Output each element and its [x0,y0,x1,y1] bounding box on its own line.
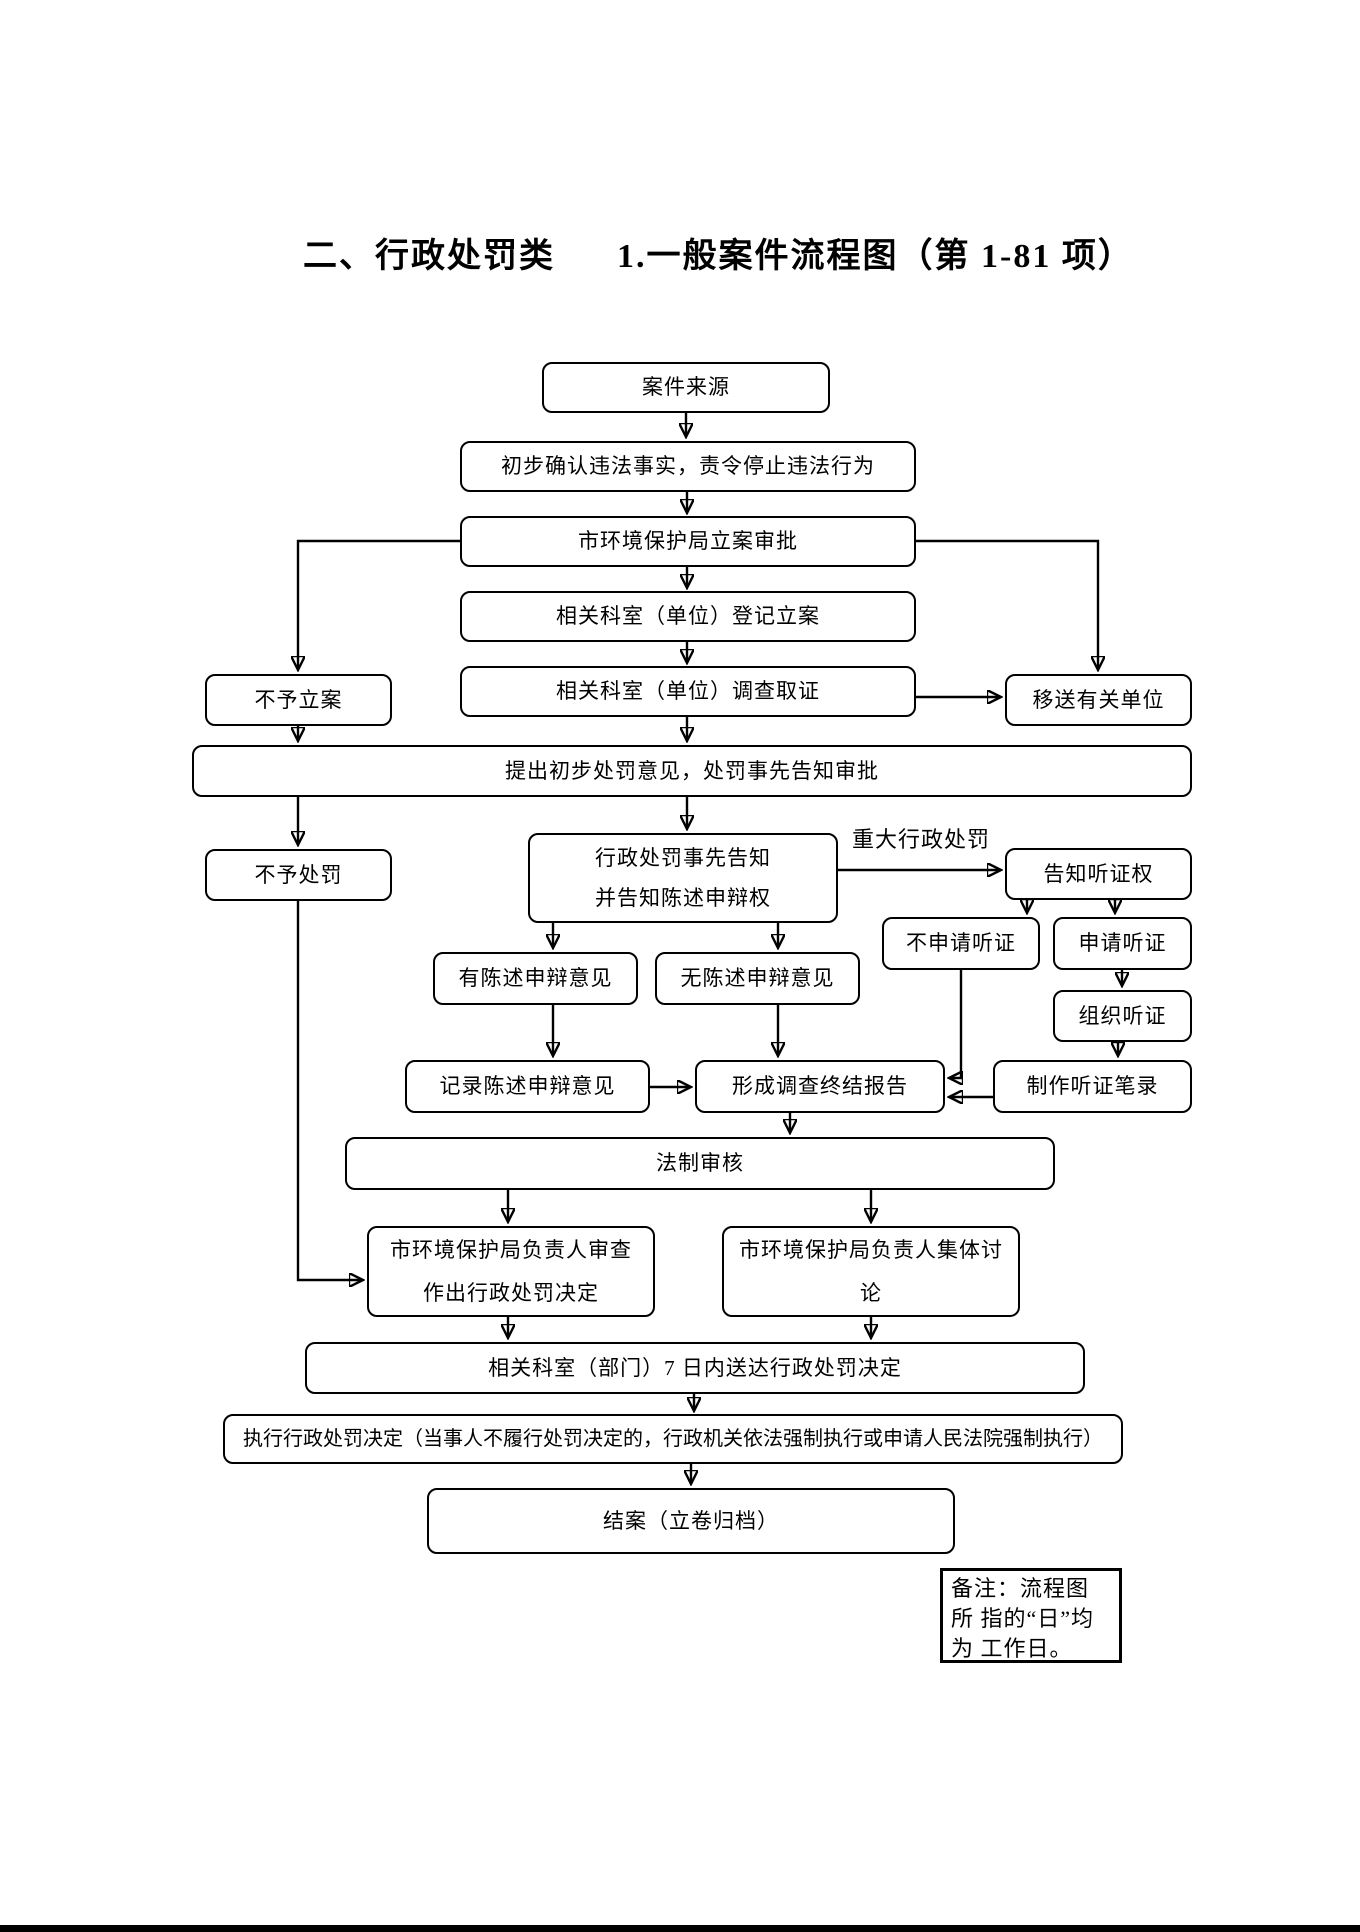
node-no-statement: 无陈述申辩意见 [655,952,860,1005]
node-transfer-unit: 移送有关单位 [1005,674,1192,726]
note-box: 备注：流程图所 指的“日”均为 工作日。 [940,1568,1122,1663]
note-line1: 备注：流程图所 [951,1576,1090,1631]
node-case-source: 案件来源 [542,362,830,413]
node-register-case: 相关科室（单位）登记立案 [460,591,916,642]
node-prior-notice: 行政处罚事先告知 并告知陈述申辩权 [528,833,838,923]
node-hearing-transcript: 制作听证笔录 [993,1060,1192,1113]
node-collective-discussion-line1: 市环境保护局负责人集体讨 [739,1238,1003,1263]
node-record-statement: 记录陈述申辩意见 [405,1060,650,1113]
node-deliver-decision: 相关科室（部门）7 日内送达行政处罚决定 [305,1342,1085,1394]
node-collective-discussion-line2: 论 [860,1280,882,1305]
note-line2: 指的“日”均为 [951,1606,1095,1661]
scan-edge-bar [0,1925,1360,1932]
node-has-statement: 有陈述申辩意见 [433,952,638,1005]
node-collective-discussion: 市环境保护局负责人集体讨 论 [722,1226,1020,1317]
node-no-hearing-request: 不申请听证 [882,917,1040,970]
node-leader-review: 市环境保护局负责人审查 作出行政处罚决定 [367,1226,655,1317]
node-investigate-evidence: 相关科室（单位）调查取证 [460,666,916,717]
node-preliminary-opinion: 提出初步处罚意见，处罚事先告知审批 [192,745,1192,797]
node-prior-notice-line2: 并告知陈述申辩权 [595,885,771,910]
node-legal-review: 法制审核 [345,1137,1055,1190]
node-leader-review-line1: 市环境保护局负责人审查 [390,1238,632,1263]
connector-nopenalty-leader [296,901,363,1280]
node-investigation-report: 形成调查终结报告 [695,1060,945,1113]
node-notify-hearing-right: 告知听证权 [1005,848,1192,900]
node-bureau-case-approval: 市环境保护局立案审批 [460,516,916,567]
node-hearing-request: 申请听证 [1053,917,1192,970]
node-leader-review-line2: 作出行政处罚决定 [423,1280,599,1305]
note-line3: 工作日。 [980,1636,1073,1661]
connector-approval-nocase [298,539,460,670]
title-name: 1.一般案件流程图（第 1-81 项） [617,238,1134,275]
node-execute-decision: 执行行政处罚决定（当事人不履行处罚决定的，行政机关依法强制执行或申请人民法院强制… [223,1414,1123,1464]
title-section: 二、行政处罚类 [303,238,555,275]
major-penalty-label: 重大行政处罚 [852,827,991,852]
node-initial-confirm: 初步确认违法事实，责令停止违法行为 [460,441,916,492]
node-close-case: 结案（立卷归档） [427,1488,955,1554]
page-title: 二、行政处罚类 1.一般案件流程图（第 1-81 项） [303,228,1134,277]
node-no-penalty: 不予处罚 [205,849,392,901]
node-prior-notice-line1: 行政处罚事先告知 [595,846,771,871]
connector-nohearingreq-report [949,970,961,1078]
node-no-case-filed: 不予立案 [205,674,392,726]
node-organize-hearing: 组织听证 [1053,990,1192,1042]
connector-approval-transfer [916,539,1098,670]
